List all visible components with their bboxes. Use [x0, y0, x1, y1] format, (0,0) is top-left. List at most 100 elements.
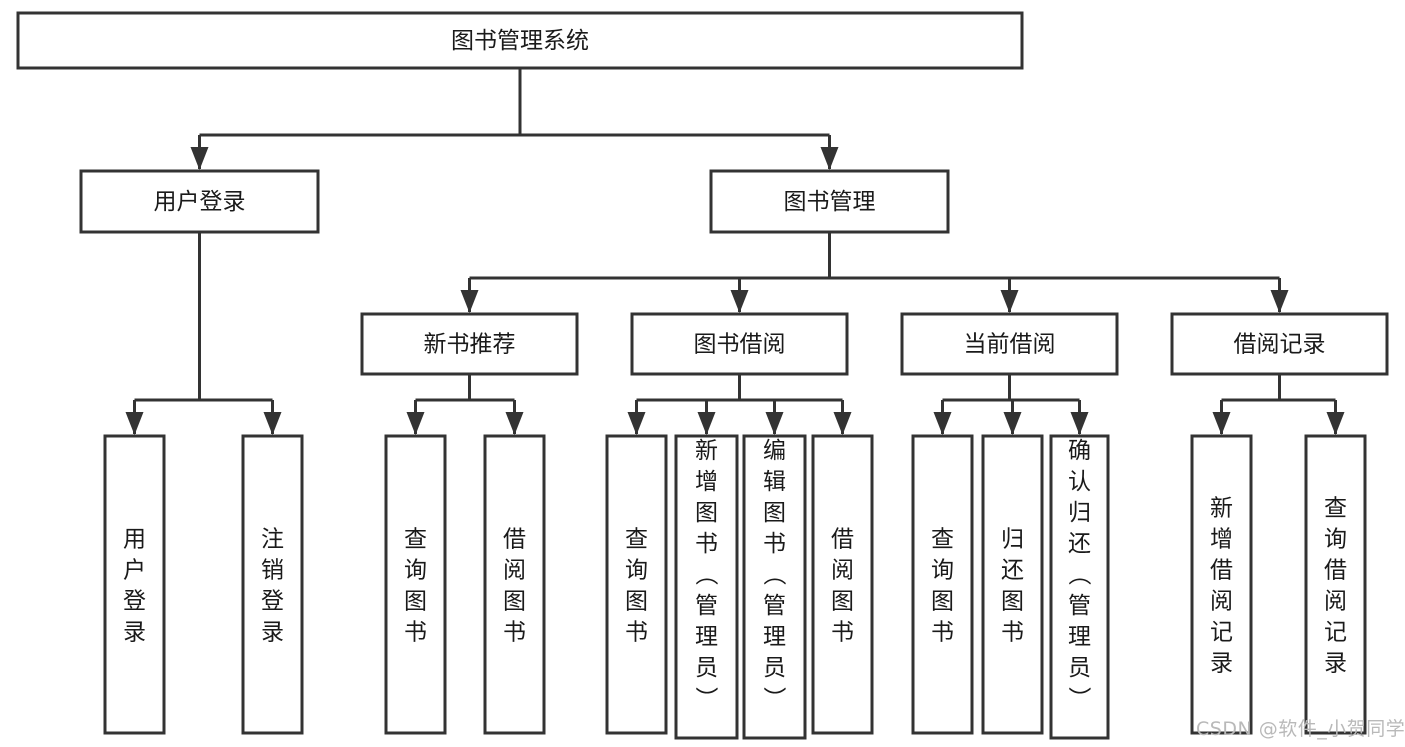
node-leaf-user-login[interactable]: 用户登录: [103, 434, 166, 735]
node-label: 图书借阅: [694, 332, 786, 358]
node-label: 用户登录: [154, 189, 246, 215]
node-label-char: 图: [1001, 589, 1024, 615]
node-label-char: 录: [1210, 651, 1233, 677]
node-label: 新书推荐: [424, 332, 516, 358]
node-box: [900, 312, 1119, 376]
arrow-head-icon: [627, 412, 646, 435]
arrow-head-icon: [460, 290, 479, 313]
arrow-head-icon: [263, 412, 282, 435]
node-label: 借阅记录: [1234, 332, 1326, 358]
node-box: [981, 434, 1044, 735]
node-current-borrow[interactable]: 当前借阅: [900, 312, 1119, 376]
node-box: [360, 312, 579, 376]
node-label-char: 借: [1324, 558, 1347, 584]
node-label-char: 借: [831, 527, 854, 553]
node-label-char: 阅: [503, 558, 526, 584]
node-label-char: 书: [695, 531, 718, 557]
node-label-char: 借: [503, 527, 526, 553]
node-label-char: 阅: [831, 558, 854, 584]
arrow-head-icon: [1000, 290, 1019, 313]
node-label-char: 理: [763, 624, 786, 650]
node-label-char: 查: [931, 527, 954, 553]
node-box: [79, 169, 320, 234]
node-label-char: 录: [123, 620, 146, 646]
node-label-char: 用: [123, 527, 146, 553]
node-label-char: 书: [931, 620, 954, 646]
node-label-char: 注: [261, 527, 284, 553]
node-label-char: 图: [503, 589, 526, 615]
arrow-head-icon: [833, 412, 852, 435]
node-label-char: 询: [625, 558, 648, 584]
node-label-char: 归: [1001, 527, 1024, 553]
node-label-char: 阅: [1210, 589, 1233, 615]
arrow-head-icon: [765, 412, 784, 435]
node-box: [1304, 434, 1367, 735]
node-label-char: ）: [1066, 687, 1092, 710]
node-label-char: 员: [695, 655, 718, 681]
node-label-char: 图: [625, 589, 648, 615]
node-box: [483, 434, 546, 735]
node-root[interactable]: 图书管理系统: [16, 11, 1024, 70]
node-box: [811, 434, 874, 735]
node-label-char: ）: [693, 687, 719, 710]
node-box: [911, 434, 974, 735]
node-label: 当前借阅: [964, 332, 1056, 358]
node-label-char: 还: [1001, 558, 1024, 584]
node-label-char: 查: [1324, 496, 1347, 522]
node-label-char: 新: [1210, 496, 1233, 522]
node-label-char: 登: [261, 589, 284, 615]
node-label-char: 查: [625, 527, 648, 553]
arrow-head-icon: [406, 412, 425, 435]
node-box: [1049, 434, 1110, 740]
node-label-char: 登: [123, 589, 146, 615]
node-label-char: 记: [1324, 620, 1347, 646]
node-label-char: ）: [761, 687, 787, 710]
node-box: [742, 434, 807, 740]
node-box: [16, 11, 1024, 70]
node-label-char: 确: [1068, 438, 1091, 464]
node-label-char: 书: [763, 531, 786, 557]
node-label-char: 新: [695, 438, 718, 464]
node-label-char: 借: [1210, 558, 1233, 584]
node-borrow-record[interactable]: 借阅记录: [1170, 312, 1389, 376]
node-new-book-rec[interactable]: 新书推荐: [360, 312, 579, 376]
node-box: [630, 312, 849, 376]
node-label-char: 询: [931, 558, 954, 584]
node-book-manage[interactable]: 图书管理: [709, 169, 950, 234]
node-label-char: 书: [831, 620, 854, 646]
node-label-char: 管: [1068, 593, 1091, 619]
node-label-char: 销: [261, 558, 284, 584]
node-user-login[interactable]: 用户登录: [79, 169, 320, 234]
node-label-char: 查: [404, 527, 427, 553]
node-label-char: 询: [1324, 527, 1347, 553]
node-label-char: 图: [931, 589, 954, 615]
node-label-char: 记: [1210, 620, 1233, 646]
node-label-char: 理: [1068, 624, 1091, 650]
node-box: [103, 434, 166, 735]
node-box: [605, 434, 668, 735]
node-label-char: 阅: [1324, 589, 1347, 615]
node-label-char: （: [693, 563, 719, 586]
node-box: [1170, 312, 1389, 376]
node-label-char: 管: [763, 593, 786, 619]
node-label-char: 员: [1068, 655, 1091, 681]
arrow-head-icon: [1003, 412, 1022, 435]
node-label-char: 图: [831, 589, 854, 615]
node-book-borrow[interactable]: 图书借阅: [630, 312, 849, 376]
arrow-head-icon: [933, 412, 952, 435]
node-label-char: 书: [625, 620, 648, 646]
node-label-char: （: [761, 563, 787, 586]
node-label-char: （: [1066, 563, 1092, 586]
